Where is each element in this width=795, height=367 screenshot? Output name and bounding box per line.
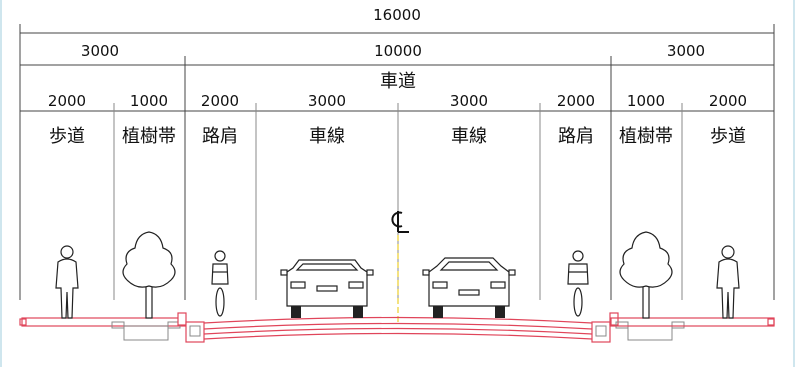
dim-7: 1000 <box>627 92 665 110</box>
zone-label-1: 歩道 <box>49 126 85 147</box>
dim-8: 2000 <box>709 92 747 110</box>
centerline <box>391 211 409 322</box>
pedestrian-icon <box>716 245 740 319</box>
zone-label-6: 路肩 <box>558 126 594 147</box>
dim-6: 2000 <box>557 92 595 110</box>
zone-label-3: 路肩 <box>202 126 238 147</box>
left-sidewalk-width: 3000 <box>81 42 119 60</box>
carriageway-label: 車道 <box>380 71 416 92</box>
right-sidewalk-width: 3000 <box>667 42 705 60</box>
car-icon <box>422 257 516 318</box>
tree-icon <box>619 231 673 319</box>
total-dimension: 16000 <box>19 6 775 300</box>
pedestrian-icon <box>55 245 79 319</box>
zone-label-2: 植樹帯 <box>122 126 176 147</box>
dim-3: 2000 <box>201 92 239 110</box>
dim-5: 3000 <box>450 92 488 110</box>
dim-1: 2000 <box>48 92 86 110</box>
dim-4: 3000 <box>308 92 346 110</box>
road-surface <box>19 312 775 343</box>
lower-dimensions: 2000 1000 2000 3000 3000 2000 1000 2000 … <box>20 92 774 300</box>
dim-2: 1000 <box>130 92 168 110</box>
cyclist-icon <box>211 250 229 317</box>
zone-label-4: 車線 <box>309 126 345 147</box>
car-icon <box>280 259 374 318</box>
zone-label-5: 車線 <box>451 126 487 147</box>
upper-dimensions: 3000 10000 3000 車道 <box>20 42 774 300</box>
tree-icon <box>122 231 176 319</box>
total-width-label: 16000 <box>373 6 421 24</box>
zone-label-7: 植樹帯 <box>619 126 673 147</box>
carriageway-width: 10000 <box>374 42 422 60</box>
cyclist-icon <box>567 250 589 317</box>
centerline-symbol <box>391 211 409 233</box>
zone-label-8: 歩道 <box>710 126 746 147</box>
